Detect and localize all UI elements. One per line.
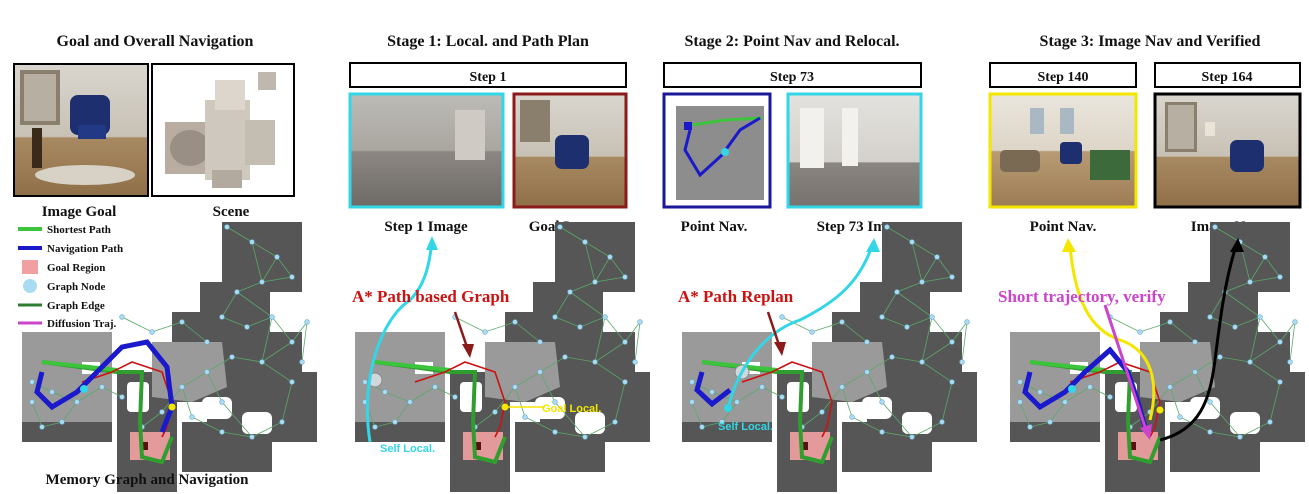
stage2-cyan-arrowhead [866, 238, 880, 252]
header-stage3: Stage 3: Image Nav and Verified [1040, 33, 1261, 50]
caption-step1-image: Step 1 Image [384, 219, 468, 235]
caption-image-goal: Image Goal [42, 204, 117, 220]
step1-label: Step 1 [470, 70, 507, 85]
legend-navigation-path: Navigation Path [47, 243, 123, 255]
step140-image-panel [988, 92, 1138, 209]
step73-image-panel [786, 92, 923, 209]
scene-panel [151, 63, 295, 197]
step1-image-panel [348, 92, 505, 209]
stage3-magenta-arrow [1103, 304, 1148, 431]
annotation-short-traj: Short trajectory, verify [998, 287, 1166, 306]
caption-scene: Scene [213, 204, 250, 220]
goal-image-panel-stage1 [512, 92, 628, 209]
legend-goal-region-square-icon [22, 260, 38, 274]
header-stage1: Stage 1: Local. and Path Plan [387, 33, 589, 50]
annotation-astar-replan: A* Path Replan [678, 287, 794, 306]
memory-graph-map [20, 220, 319, 494]
stage1-cyan-arrowhead [426, 236, 438, 250]
stage3-yellow-arrow [1068, 245, 1156, 421]
step140-box [989, 62, 1137, 88]
step164-label: Step 164 [1202, 70, 1253, 85]
annotation-astar-graph: A* Path based Graph [352, 287, 510, 306]
point-nav-panel-stage2 [662, 92, 772, 209]
stage1-red-arrowhead [462, 344, 474, 358]
stage3-magenta-arrowhead [1140, 424, 1152, 440]
goal-image-panel [13, 63, 149, 197]
legend-shortest-path: Shortest Path [47, 224, 111, 236]
step73-label: Step 73 [770, 70, 814, 85]
caption-point-nav-stage3: Point Nav. [1030, 219, 1097, 235]
legend-graph-node: Graph Node [47, 281, 105, 293]
stage1-cyan-arrow [365, 243, 434, 443]
stage1-red-arrow [453, 311, 470, 351]
stage2-cyan-arrow [726, 245, 874, 409]
caption-memory-graph: Memory Graph and Navigation [46, 472, 250, 488]
annotation-self-local-2: Self Local. [718, 421, 773, 433]
step140-label: Step 140 [1038, 70, 1089, 85]
stage2-map [680, 220, 979, 494]
legend-goal-region: Goal Region [47, 262, 105, 274]
legend-diffusion-traj: Diffusion Traj. [47, 318, 117, 330]
step164-image-panel [1153, 92, 1302, 209]
annotation-goal-local-1: Goal Local. [542, 403, 601, 415]
header-overall: Goal and Overall Navigation [57, 33, 254, 50]
legend-graph-node-circle-icon [23, 279, 37, 293]
stage3-yellow-arrowhead [1062, 238, 1076, 252]
caption-point-nav-stage2: Point Nav. [681, 219, 748, 235]
annotation-self-local-1: Self Local. [380, 443, 435, 455]
header-stage2: Stage 2: Point Nav and Relocal. [684, 33, 899, 50]
step73-box [663, 62, 922, 88]
legend: Shortest Path Navigation Path Goal Regio… [18, 224, 123, 330]
stage3-map [1008, 220, 1307, 494]
step164-box [1154, 62, 1301, 88]
stage2-red-arrowhead [774, 342, 786, 356]
stage3-black-arrowhead [1230, 238, 1244, 252]
stage3-black-arrow [1159, 245, 1238, 442]
legend-graph-edge: Graph Edge [47, 300, 105, 312]
step1-box [349, 62, 627, 88]
